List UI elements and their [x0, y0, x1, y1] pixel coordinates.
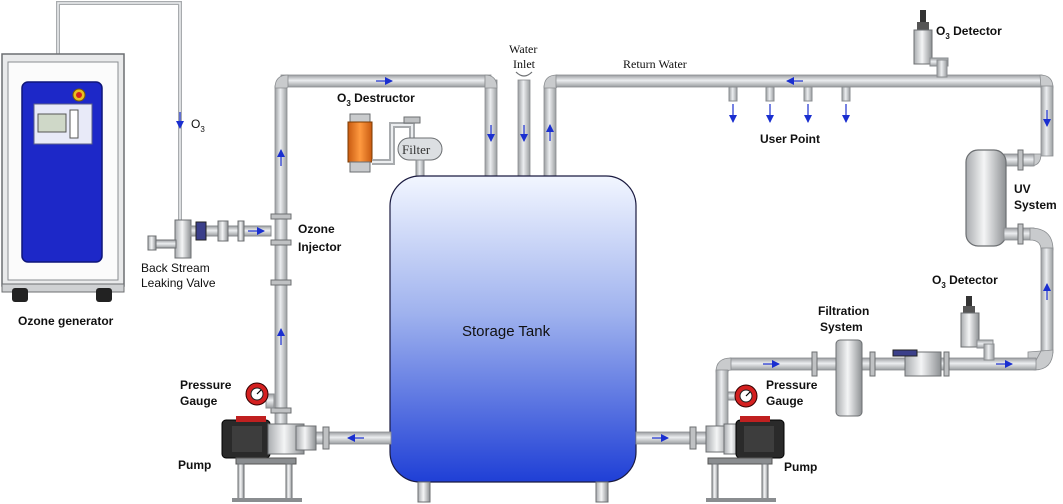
storage-tank-label: Storage Tank [462, 323, 551, 340]
pump-left-label: Pump [178, 458, 211, 472]
storage-tank [389, 175, 637, 503]
pressure-gauge-right-label-line1: Pressure [766, 378, 818, 392]
filtration-label-line1: Filtration [818, 304, 869, 318]
o3-destructor-label: O3 Destructor [337, 91, 415, 108]
pressure-gauge-left-label-line2: Gauge [180, 394, 218, 408]
ozone-injector-label-line1: Ozone [298, 222, 335, 236]
right-supply-pipe [715, 339, 1054, 433]
right-pressure-gauge [727, 384, 758, 408]
pressure-gauge-left-label-line1: Pressure [180, 378, 232, 392]
uv-system-label-line1: UV [1014, 182, 1031, 196]
right-pump [705, 416, 785, 502]
pump-right-label: Pump [784, 460, 817, 474]
back-stream-label-line1: Back Stream [141, 261, 210, 275]
o3-detector-top [913, 10, 949, 78]
uv-system [965, 149, 1054, 354]
ozone-injector-label-line2: Injector [298, 240, 342, 254]
ozone-generator-label: Ozone generator [18, 314, 114, 328]
caster-wheel-icon [96, 288, 112, 302]
back-stream-label-line2: Leaking Valve [141, 276, 216, 290]
o3-detector-mid [960, 296, 995, 361]
filtration-vessel [835, 339, 863, 417]
o3-destructor [347, 113, 443, 183]
uv-system-label-line2: System [1014, 198, 1057, 212]
filtration-label-line2: System [820, 320, 863, 334]
water-inlet-label-line2: Inlet [513, 57, 536, 71]
ozone-generator [1, 1, 182, 302]
filter-label: Filter [402, 142, 431, 157]
water-inlet-label-line1: Water [509, 42, 537, 56]
left-pump [221, 416, 317, 502]
back-stream-leaking-valve [147, 219, 272, 259]
o3-feed-label: O3 [191, 117, 205, 134]
o3-detector-top-label: O3 Detector [936, 24, 1002, 41]
return-water-label: Return Water [623, 57, 687, 71]
left-riser-pipe [270, 74, 498, 427]
left-pressure-gauge [245, 382, 275, 409]
user-point-label: User Point [760, 132, 820, 146]
pressure-gauge-right-label-line2: Gauge [766, 394, 804, 408]
o3-detector-mid-label: O3 Detector [932, 273, 998, 290]
caster-wheel-icon [12, 288, 28, 302]
